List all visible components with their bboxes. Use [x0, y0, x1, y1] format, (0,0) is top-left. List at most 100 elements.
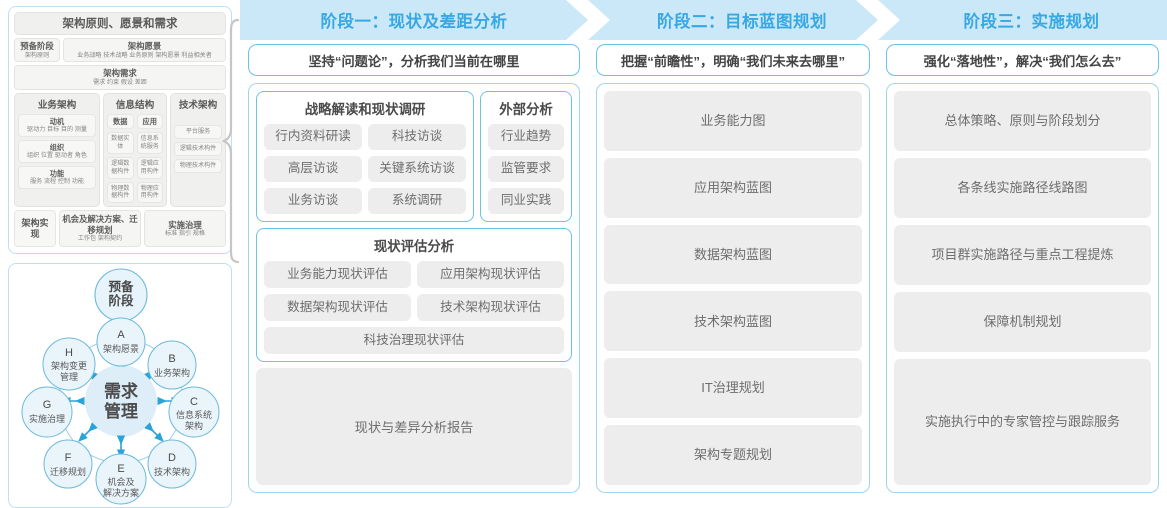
- domain-item: 逻辑数据构件: [107, 156, 134, 179]
- external-item[interactable]: 监管要求: [488, 156, 564, 182]
- research-item[interactable]: 高层访谈: [264, 156, 362, 182]
- node-h-letter: H: [65, 347, 73, 359]
- current-state-title: 现状评估分析: [373, 239, 455, 254]
- center-label-line1: 需求: [104, 381, 138, 401]
- node-h-label-line1: 架构变更: [51, 360, 87, 371]
- center-label-line2: 管理: [104, 401, 138, 421]
- blueprint-item[interactable]: 数据架构蓝图: [604, 224, 862, 285]
- adm-cycle-svg: 预备 阶段 需求 管理: [21, 268, 220, 505]
- implementation-item[interactable]: 实施执行中的专家管控与跟踪服务: [894, 359, 1151, 485]
- bottom-label: 架构实现: [14, 210, 56, 248]
- blueprint-item[interactable]: 技术架构蓝图: [604, 291, 862, 352]
- domain-item: 组织 组织 位置 驱动者 角色: [18, 139, 96, 163]
- research-item[interactable]: 关键系统访谈: [368, 156, 466, 182]
- togaf-cell-vision: 架构愿景 业务战略 技术战略 业务原则 架构愿景 利益相关者: [63, 38, 226, 63]
- blueprint-item[interactable]: IT治理规划: [604, 358, 862, 419]
- node-f-label: 迁移规划: [50, 466, 86, 477]
- togaf-row-2: 架构需求 需求 约束 假设 差距: [14, 65, 226, 90]
- phase-1-section-research: 战略解读和现状调研 行内资料研读 科技访谈 高层访谈 关键系统访谈 业务访谈 系…: [256, 91, 572, 222]
- implementation-item[interactable]: 各条线实施路径线路图: [894, 158, 1151, 218]
- current-state-assessment-card: 现状评估分析 业务能力现状评估 应用架构现状评估 数据架构现状评估 技术架构现状…: [256, 228, 572, 362]
- bottom-card-opportunities: 机会及解决方案、迁移规划 工作包 架构契约: [59, 210, 141, 248]
- phase-2-banner-text: 阶段二：目标蓝图规划: [657, 13, 827, 31]
- togaf-bottom-row: 架构实现 机会及解决方案、迁移规划 工作包 架构契约 实施治理 标准 指引 规格: [14, 210, 226, 248]
- phase-3-subhead[interactable]: 强化“落地性”，解决“我们怎么去”: [886, 44, 1159, 76]
- phase-2-body: 业务能力图 应用架构蓝图 数据架构蓝图 技术架构蓝图 IT治理规划 架构专题规划: [596, 83, 870, 493]
- adm-cycle-diagram: 预备 阶段 需求 管理: [8, 263, 232, 508]
- node-a-label: 架构愿景: [103, 343, 139, 354]
- phase-2-banner-bg: [588, 0, 878, 40]
- node-g-label: 实施治理: [29, 413, 65, 424]
- phase-2-banner: 阶段二：目标蓝图规划: [588, 0, 878, 40]
- research-item[interactable]: 科技访谈: [368, 124, 466, 150]
- external-analysis-title: 外部分析: [499, 102, 553, 117]
- node-b: [147, 340, 197, 390]
- phase-1-subhead[interactable]: 坚持“问题论”，分析我们当前在哪里: [248, 44, 580, 76]
- domain-item: 数据: [107, 113, 134, 129]
- node-d-letter: D: [168, 452, 176, 464]
- implementation-item[interactable]: 保障机制规划: [894, 292, 1151, 352]
- cell-title: 预备阶段: [20, 41, 54, 51]
- phase-1-banner-bg: [240, 0, 588, 40]
- node-h: [42, 337, 96, 391]
- strategy-research-title: 战略解读和现状调研: [304, 102, 426, 117]
- domain-item: 物理技术构件: [174, 158, 222, 173]
- domain-item: 信息系统服务: [136, 131, 163, 154]
- node-a: [96, 317, 146, 367]
- node-e-letter: E: [117, 463, 124, 475]
- assessment-item[interactable]: 数据架构现状评估: [264, 294, 411, 321]
- assessment-item[interactable]: 业务能力现状评估: [264, 261, 411, 288]
- strategy-research-card: 战略解读和现状调研 行内资料研读 科技访谈 高层访谈 关键系统访谈 业务访谈 系…: [256, 91, 474, 222]
- node-e-label-line1: 机会及: [107, 476, 134, 487]
- phases-container: 阶段一：现状及差距分析 坚持“问题论”，分析我们当前在哪里 战略解读和现状调研 …: [240, 0, 1167, 499]
- external-analysis-card: 外部分析 行业趋势 监管要求 同业实践: [480, 91, 572, 222]
- domain-information-structure: 信息结构 数据 数据实体 逻辑数据构件: [103, 92, 167, 208]
- phase-2-items: 业务能力图 应用架构蓝图 数据架构蓝图 技术架构蓝图 IT治理规划 架构专题规划: [604, 91, 862, 485]
- left-column: 架构原则、愿景和需求 预备阶段 架构原则 架构愿景 业务战略 技术战略 业务原则…: [0, 0, 240, 508]
- domain-business-architecture: 业务架构 动机 驱动力 目标 目的 测量 组织 组织 位置 驱动者 角色 功能 …: [14, 92, 100, 208]
- bottom-card-governance: 实施治理 标准 指引 规格: [144, 210, 226, 248]
- phase-2: 阶段二：目标蓝图规划 把握“前瞻性”，明确“我们未来去哪里” 业务能力图 应用架…: [588, 0, 878, 499]
- domain-item: 物理应用构件: [136, 181, 163, 204]
- external-analysis-items: 行业趋势 监管要求 同业实践: [488, 124, 564, 214]
- domain-item: 数据实体: [107, 131, 134, 154]
- external-item[interactable]: 行业趋势: [488, 124, 564, 150]
- togaf-title: 架构原则、愿景和需求: [14, 12, 226, 35]
- domain-item: 功能 服务 流程 控制 功能: [18, 165, 96, 189]
- node-c-label-line1: 信息系统: [176, 409, 212, 420]
- phase-3-banner-text: 阶段三：实施规划: [963, 13, 1100, 31]
- research-item[interactable]: 行内资料研读: [264, 124, 362, 150]
- implementation-item[interactable]: 总体策略、原则与阶段划分: [894, 91, 1151, 151]
- node-e-label-line2: 解决方案: [103, 487, 139, 498]
- phase-2-subhead[interactable]: 把握“前瞻性”，明确“我们未来去哪里”: [596, 44, 870, 76]
- phase-3-banner-bg: [878, 0, 1167, 40]
- togaf-domains: 业务架构 动机 驱动力 目标 目的 测量 组织 组织 位置 驱动者 角色 功能 …: [14, 92, 226, 208]
- research-item[interactable]: 系统调研: [368, 188, 466, 214]
- gap-analysis-report[interactable]: 现状与差异分析报告: [256, 368, 572, 485]
- domain-item: 应用: [136, 113, 163, 129]
- node-d: [147, 439, 197, 489]
- domain-technology-architecture: 技术架构 平台服务 逻辑技术构件 物理技术构件: [170, 92, 226, 208]
- external-item[interactable]: 同业实践: [488, 188, 564, 214]
- togaf-framework-card: 架构原则、愿景和需求 预备阶段 架构原则 架构愿景 业务战略 技术战略 业务原则…: [8, 6, 232, 255]
- blueprint-item[interactable]: 应用架构蓝图: [604, 157, 862, 218]
- phase-3-banner: 阶段三：实施规划: [878, 0, 1167, 40]
- cell-sub: 架构原则: [24, 51, 50, 59]
- implementation-item[interactable]: 项目群实施路径与重点工程提炼: [894, 225, 1151, 285]
- assessment-item[interactable]: 技术架构现状评估: [417, 294, 564, 321]
- research-item[interactable]: 业务访谈: [264, 188, 362, 214]
- node-g: [21, 386, 73, 438]
- domain-title: 技术架构: [178, 99, 218, 111]
- assessment-item-wide[interactable]: 科技治理现状评估: [264, 327, 564, 354]
- assessment-item[interactable]: 应用架构现状评估: [417, 261, 564, 288]
- blueprint-item[interactable]: 业务能力图: [604, 91, 862, 151]
- phase-3-items: 总体策略、原则与阶段划分 各条线实施路径线路图 项目群实施路径与重点工程提炼 保…: [894, 91, 1151, 485]
- domain-item: 物理数据构件: [107, 181, 134, 204]
- node-center-requirements: [85, 365, 157, 438]
- cell-sub: 需求 约束 假设 差距: [93, 78, 147, 86]
- blueprint-item[interactable]: 架构专题规划: [604, 425, 862, 485]
- node-b-label: 业务架构: [154, 367, 190, 378]
- node-h-label-line2: 管理: [60, 371, 78, 382]
- node-preliminary-line2: 阶段: [108, 293, 134, 308]
